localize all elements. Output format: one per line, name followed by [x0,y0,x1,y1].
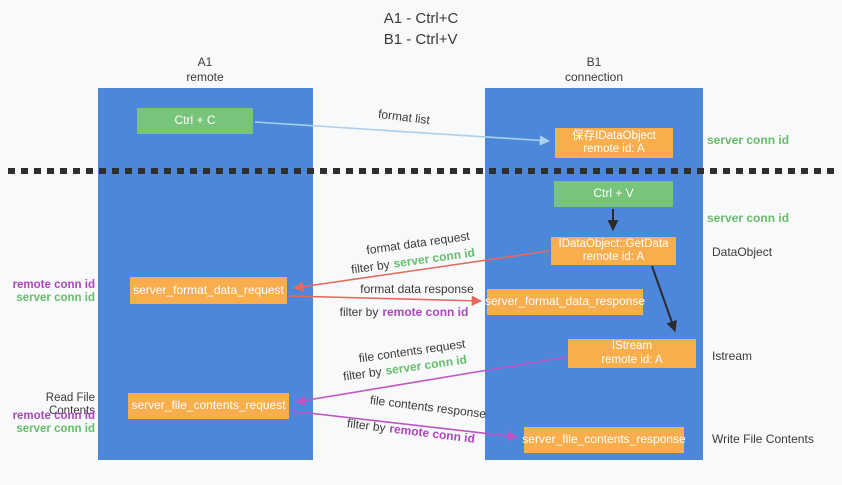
getdata-title: IDataObject::GetData [558,237,669,250]
annotation-remote-conn-id-1: remote conn id [12,279,95,291]
node-ctrl-v: Ctrl + V [554,181,673,207]
annotation-write-file-contents: Write File Contents [712,432,814,446]
annotation-conn-ids-file: remote conn id server conn id [0,410,95,436]
node-idataobject-getdata: IDataObject::GetData remote id: A [551,237,676,265]
file-contents-response-label: file contents response [369,392,487,422]
getdata-remote-id: remote id: A [582,251,645,263]
annotation-server-conn-id-2: server conn id [16,423,95,435]
save-idataobject-title: 保存IDataObject [572,129,656,142]
annotation-conn-ids-format: remote conn id server conn id [0,279,95,305]
annotation-server-conn-id-mid: server conn id [707,211,790,225]
format-data-response-arrow [288,295,483,306]
annotation-read-file-contents: Read File Contents [45,392,95,417]
node-save-idataobject: 保存IDataObject remote id: A [555,128,673,158]
istream-title: IStream [611,340,653,352]
remote-conn-id-text: remote conn id [388,421,476,446]
node-server-format-data-response: server_format_data_response [484,289,646,315]
title-line-b1: B1 - Ctrl+V [383,31,458,48]
lane-b1-name: B1 [586,55,602,69]
lane-header-b1: B1 connection [534,55,654,85]
lane-header-a1: A1 remote [145,55,265,85]
node-server-format-data-request: server_format_data_request [130,277,287,304]
format-data-response-label: format data response [360,282,474,296]
diagram-title: A1 - Ctrl+C B1 - Ctrl+V [0,8,842,50]
lane-b1-role: connection [564,70,624,84]
format-request-label: server_format_data_request [133,282,284,297]
node-istream: IStream remote id: A [568,339,696,368]
node-server-file-contents-response: server_file_contents_response [522,427,686,453]
filter-by-text: filter by [346,416,387,435]
save-idataobject-remote-id: remote id: A [583,143,645,155]
file-request-label: server_file_contents_request [131,398,286,413]
lane-a1-name: A1 [197,55,213,69]
format-list-label: format list [377,106,431,128]
remote-conn-id-text: remote conn id [382,305,469,319]
lane-a1-role: remote [186,70,224,84]
annotation-istream: Istream [712,349,753,363]
file-response-label: server_file_contents_response [522,432,686,447]
annotation-remote-conn-id-2: remote conn id [12,410,95,422]
node-ctrl-c: Ctrl + C [137,108,253,134]
node-server-file-contents-request: server_file_contents_request [128,393,289,419]
istream-remote-id: remote id: A [601,353,663,366]
annotation-server-conn-id-1: server conn id [16,292,95,304]
annotation-dataobject: DataObject [712,245,773,259]
ctrl-v-label: Ctrl + V [593,186,634,201]
title-line-a1: A1 - Ctrl+C [383,10,459,27]
filter-by-text: filter by [339,305,379,319]
filter-by-text: filter by [342,364,383,384]
ctrl-c-label: Ctrl + C [174,113,216,128]
annotation-server-conn-id-top: server conn id [707,133,790,147]
format-response-label: server_format_data_response [484,294,646,309]
session-divider-line [8,168,836,174]
filter-by-text: filter by [350,257,391,277]
